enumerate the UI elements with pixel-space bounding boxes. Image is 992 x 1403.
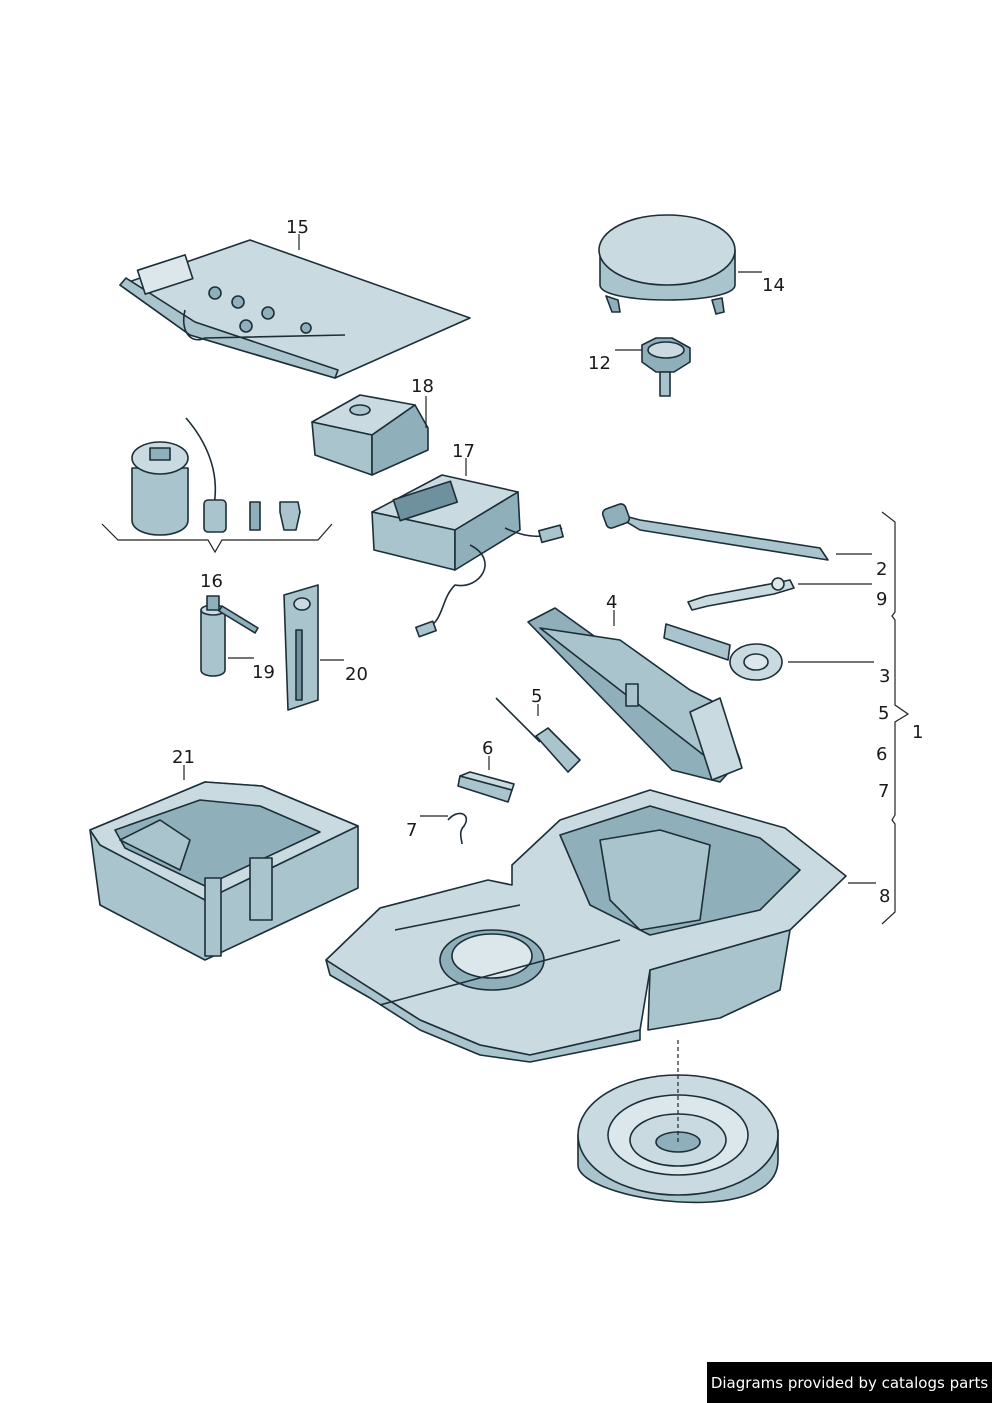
sealant-set xyxy=(101,417,333,554)
callout-7: 7 xyxy=(406,820,417,841)
callout-16: 16 xyxy=(200,571,223,592)
credit-text: Diagrams provided by catalogs parts xyxy=(710,1373,989,1392)
wing-bolt-part-12 xyxy=(641,337,691,397)
callout-12: 12 xyxy=(588,353,611,374)
catalog-credit-badge: Diagrams provided by catalogs parts xyxy=(707,1362,992,1403)
callout-20: 20 xyxy=(345,664,368,685)
callout-5: 5 xyxy=(531,686,542,707)
tire-plate-part-20 xyxy=(283,584,319,711)
callout-19: 19 xyxy=(252,662,275,683)
callout-7-legend: 7 xyxy=(878,781,889,802)
jack-part-4 xyxy=(527,607,743,783)
callout-15: 15 xyxy=(286,217,309,238)
leader-lines xyxy=(183,234,910,925)
callout-6-legend: 6 xyxy=(876,744,887,765)
callout-9: 9 xyxy=(876,589,887,610)
clip-part-6 xyxy=(457,771,515,803)
callout-1: 1 xyxy=(912,722,923,743)
wheel-brace-part-2 xyxy=(601,503,829,561)
compressor-part-17 xyxy=(371,474,564,638)
foam-tray-part-21 xyxy=(89,781,359,961)
callout-4: 4 xyxy=(606,592,617,613)
spring-clip-part-7 xyxy=(447,812,468,845)
valve-tool-part-16-19 xyxy=(200,595,259,677)
callout-2: 2 xyxy=(876,559,887,580)
storage-tray-part-8 xyxy=(325,789,847,1063)
callout-14: 14 xyxy=(762,275,785,296)
callout-labels: 15 14 12 18 17 16 19 20 2 9 4 3 5 1 6 7 … xyxy=(172,217,923,907)
callout-6: 6 xyxy=(482,738,493,759)
spare-tire xyxy=(577,1074,779,1204)
callout-5-legend: 5 xyxy=(878,703,889,724)
callout-3: 3 xyxy=(879,666,890,687)
foam-box-part-18 xyxy=(311,394,429,476)
callout-18: 18 xyxy=(411,376,434,397)
callout-17: 17 xyxy=(452,441,475,462)
callout-8: 8 xyxy=(879,886,890,907)
spanner-part-9 xyxy=(687,577,795,611)
screwdriver-part-5 xyxy=(495,697,581,773)
towing-eye-part-3 xyxy=(663,623,783,681)
cover-cap-part-14 xyxy=(598,214,736,315)
tool-bag-part-15 xyxy=(119,239,471,379)
callout-21: 21 xyxy=(172,747,195,768)
